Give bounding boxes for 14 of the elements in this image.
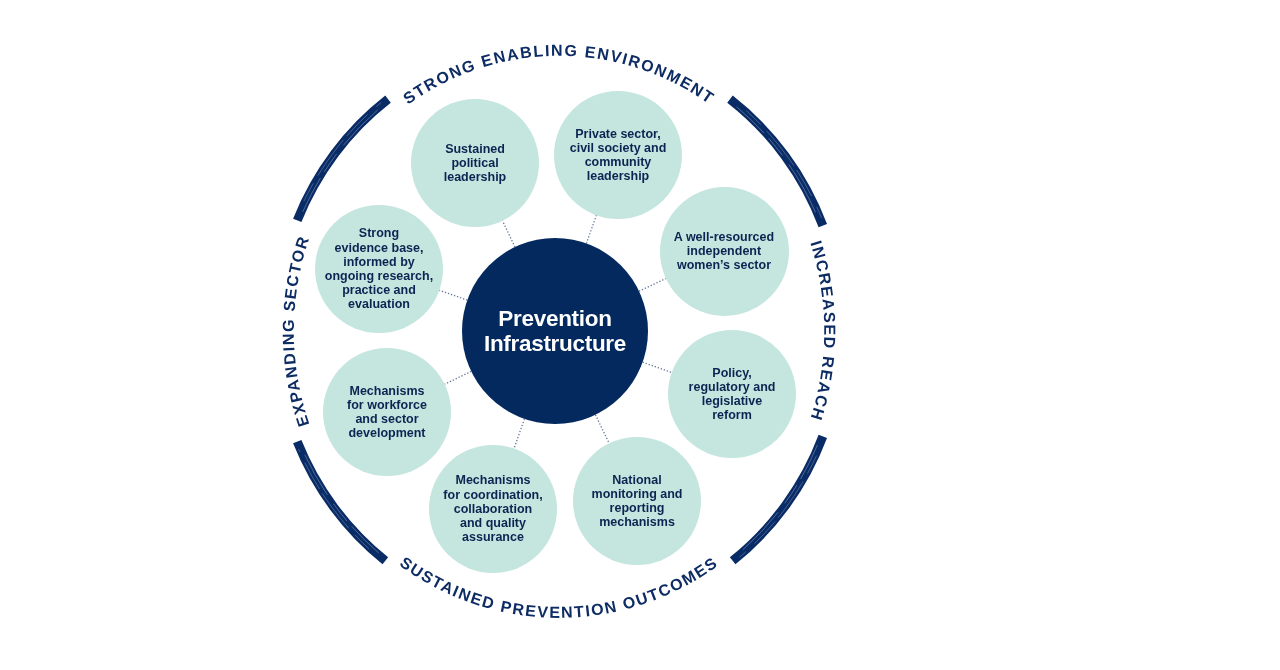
node-label: Strong evidence base, informed by ongoing research, practice and evaluation — [324, 226, 434, 312]
dotted-connector — [513, 418, 526, 450]
dotted-connector — [501, 220, 516, 248]
dotted-connector — [444, 370, 472, 385]
dotted-connector — [641, 361, 673, 374]
node-label: Mechanisms for coordination, collaboration and quality assurance — [443, 473, 543, 545]
node-label: Sustained political leadership — [443, 141, 507, 185]
node-label: Policy, regulatory and legislative reform — [688, 365, 776, 423]
dotted-connector — [594, 414, 610, 444]
node-label: Mechanisms for workforce and sector development — [347, 383, 427, 441]
node-label: Private sector, civil society and community leadership — [569, 126, 667, 184]
node-label: National monitoring and reporting mechanisms — [591, 472, 683, 530]
node-label: A well-resourced independent women’s sector — [673, 229, 775, 273]
hub-label: Prevention Infrastructure — [483, 306, 627, 356]
